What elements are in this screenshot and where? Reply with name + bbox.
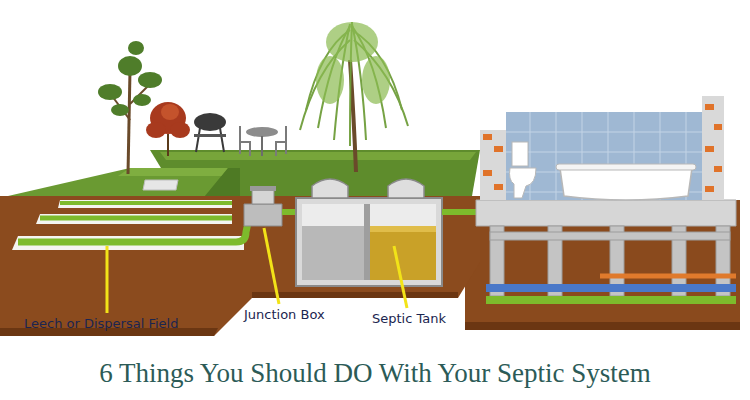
part-label: Junction Box <box>244 307 325 322</box>
part-label: Leech or Dispersal Field <box>24 316 178 331</box>
title: 6 Things You Should DO With Your Septic … <box>0 358 750 389</box>
part-label: Septic Tank <box>372 311 446 326</box>
